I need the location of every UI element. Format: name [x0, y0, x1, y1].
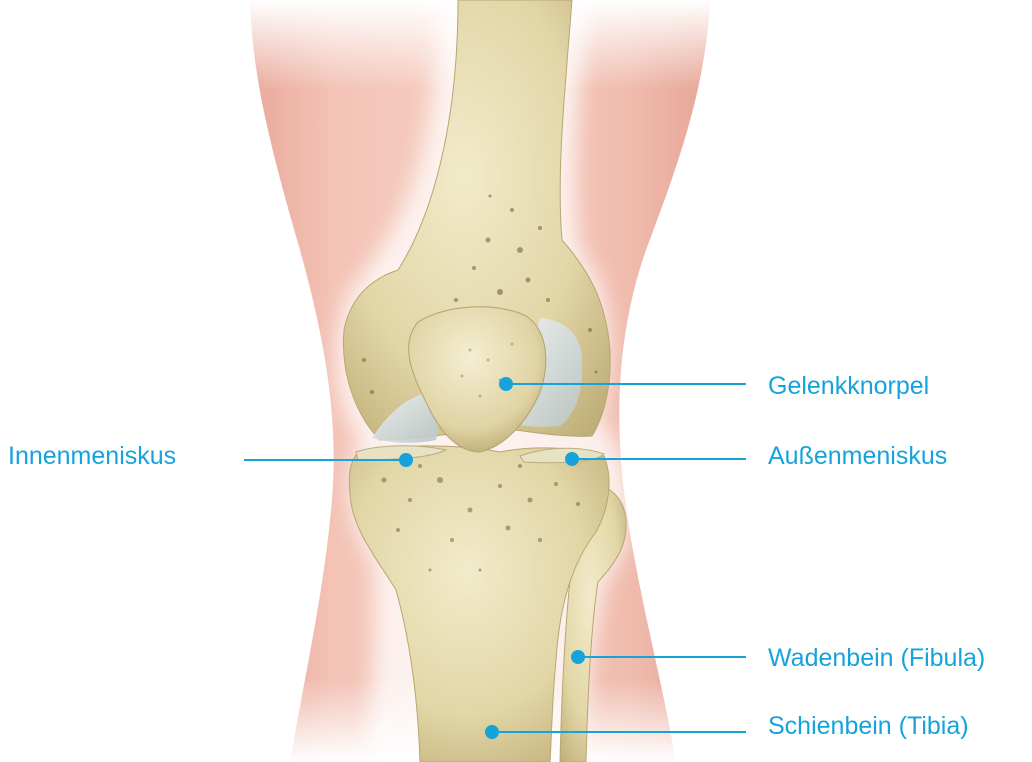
- anchor-dot-medial-meniscus: [399, 453, 413, 467]
- anchor-dot-tibia: [485, 725, 499, 739]
- label-lateral-meniscus: Außenmeniskus: [768, 442, 947, 470]
- anchor-dot-cartilage: [499, 377, 513, 391]
- label-fibula: Wadenbein (Fibula): [768, 644, 985, 672]
- label-cartilage: Gelenkknorpel: [768, 372, 929, 400]
- anchor-dot-lateral-meniscus: [565, 452, 579, 466]
- anchor-dot-fibula: [571, 650, 585, 664]
- label-medial-meniscus: Innenmeniskus: [8, 442, 176, 470]
- label-tibia: Schienbein (Tibia): [768, 712, 969, 740]
